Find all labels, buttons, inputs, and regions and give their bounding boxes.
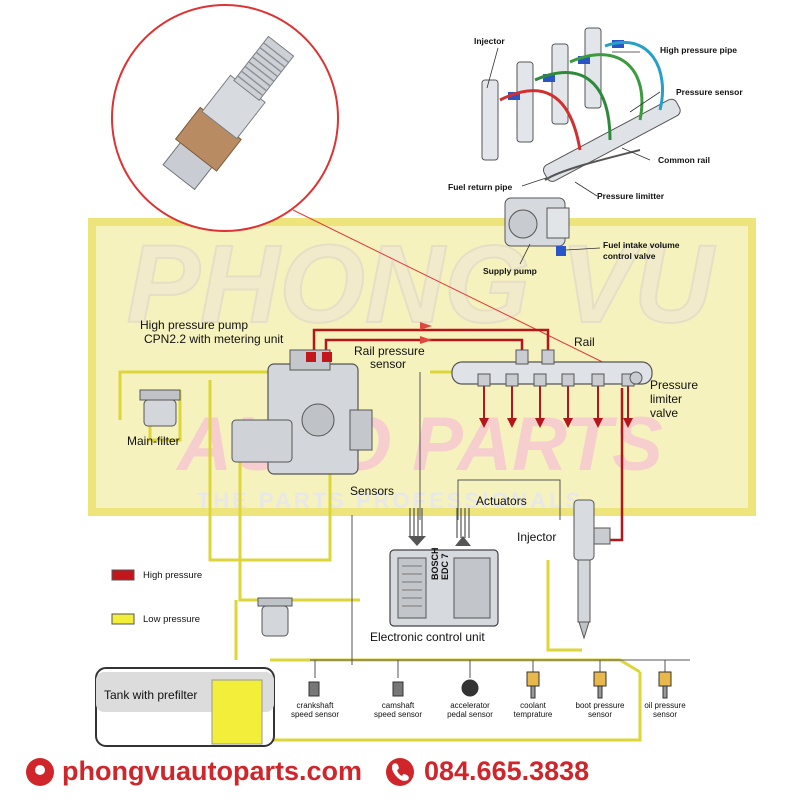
ecu-brand-bosch: BOSCH	[430, 547, 440, 580]
label-limiter-1: Pressure	[650, 378, 699, 392]
footer-website[interactable]: phongvuautoparts.com	[62, 756, 363, 786]
rail-outlets	[483, 384, 629, 420]
label-hp-pump-2: CPN2.2 with metering unit	[144, 332, 284, 346]
label-rail: Rail	[574, 335, 595, 349]
label-actuators: Actuators	[476, 494, 527, 508]
label-high-pressure-pipe: High pressure pipe	[660, 45, 737, 55]
legend-high-swatch	[111, 569, 135, 581]
legend-low-swatch	[111, 613, 135, 625]
label-sensors: Sensors	[350, 484, 395, 498]
label-fuel-return-pipe: Fuel return pipe	[448, 182, 513, 192]
rail	[451, 349, 653, 387]
label-fuel-intake-valve-2: control valve	[603, 251, 656, 261]
label-main-filter: Main-filter	[127, 434, 180, 448]
main-filter	[139, 389, 181, 427]
location-pin-icon	[26, 758, 54, 786]
label-common-rail: Common rail	[658, 155, 710, 165]
ecu	[389, 549, 499, 627]
label-rail-sensor-2: sensor	[370, 357, 407, 371]
high-pressure-pump	[231, 349, 373, 475]
label-rail-sensor-1: Rail pressure	[354, 344, 425, 358]
label-fuel-intake-valve-1: Fuel intake volume	[603, 240, 680, 250]
label-supply-pump: Supply pump	[483, 266, 537, 276]
sensor-arrows	[409, 508, 470, 538]
label-limiter-3: valve	[650, 406, 679, 420]
label-pressure-limiter-top: Pressure limitter	[597, 191, 665, 201]
label-ecu: Electronic control unit	[370, 630, 485, 644]
legend-low-label: Low pressure	[143, 614, 201, 625]
label-limiter-2: limiter	[650, 392, 682, 406]
footer-phone[interactable]: 084.665.3838	[424, 756, 590, 786]
prefilter	[257, 597, 293, 637]
fuel-tank	[95, 667, 275, 747]
phone-icon	[386, 758, 414, 786]
label-injector-main: Injector	[517, 530, 557, 544]
watermark: PHONG VU AUTO PARTS THE PARTS PROFESSION…	[88, 218, 756, 516]
label-tank: Tank with prefilter	[104, 688, 198, 702]
label-hp-pump-1: High pressure pump	[140, 318, 249, 332]
ecu-brand-edc: EDC 7	[440, 553, 450, 580]
common-rail-3d-illustration	[481, 27, 681, 265]
label-pressure-sensor: Pressure sensor	[676, 87, 743, 97]
label-injector-top: Injector	[474, 36, 505, 46]
legend-high-label: High pressure	[143, 570, 203, 581]
svg-text:THE PARTS PROFESSIONALS: THE PARTS PROFESSIONALS	[197, 488, 583, 513]
pressure-limiter-photo	[111, 4, 636, 379]
sensor-icons	[308, 671, 672, 699]
injector	[573, 499, 611, 640]
